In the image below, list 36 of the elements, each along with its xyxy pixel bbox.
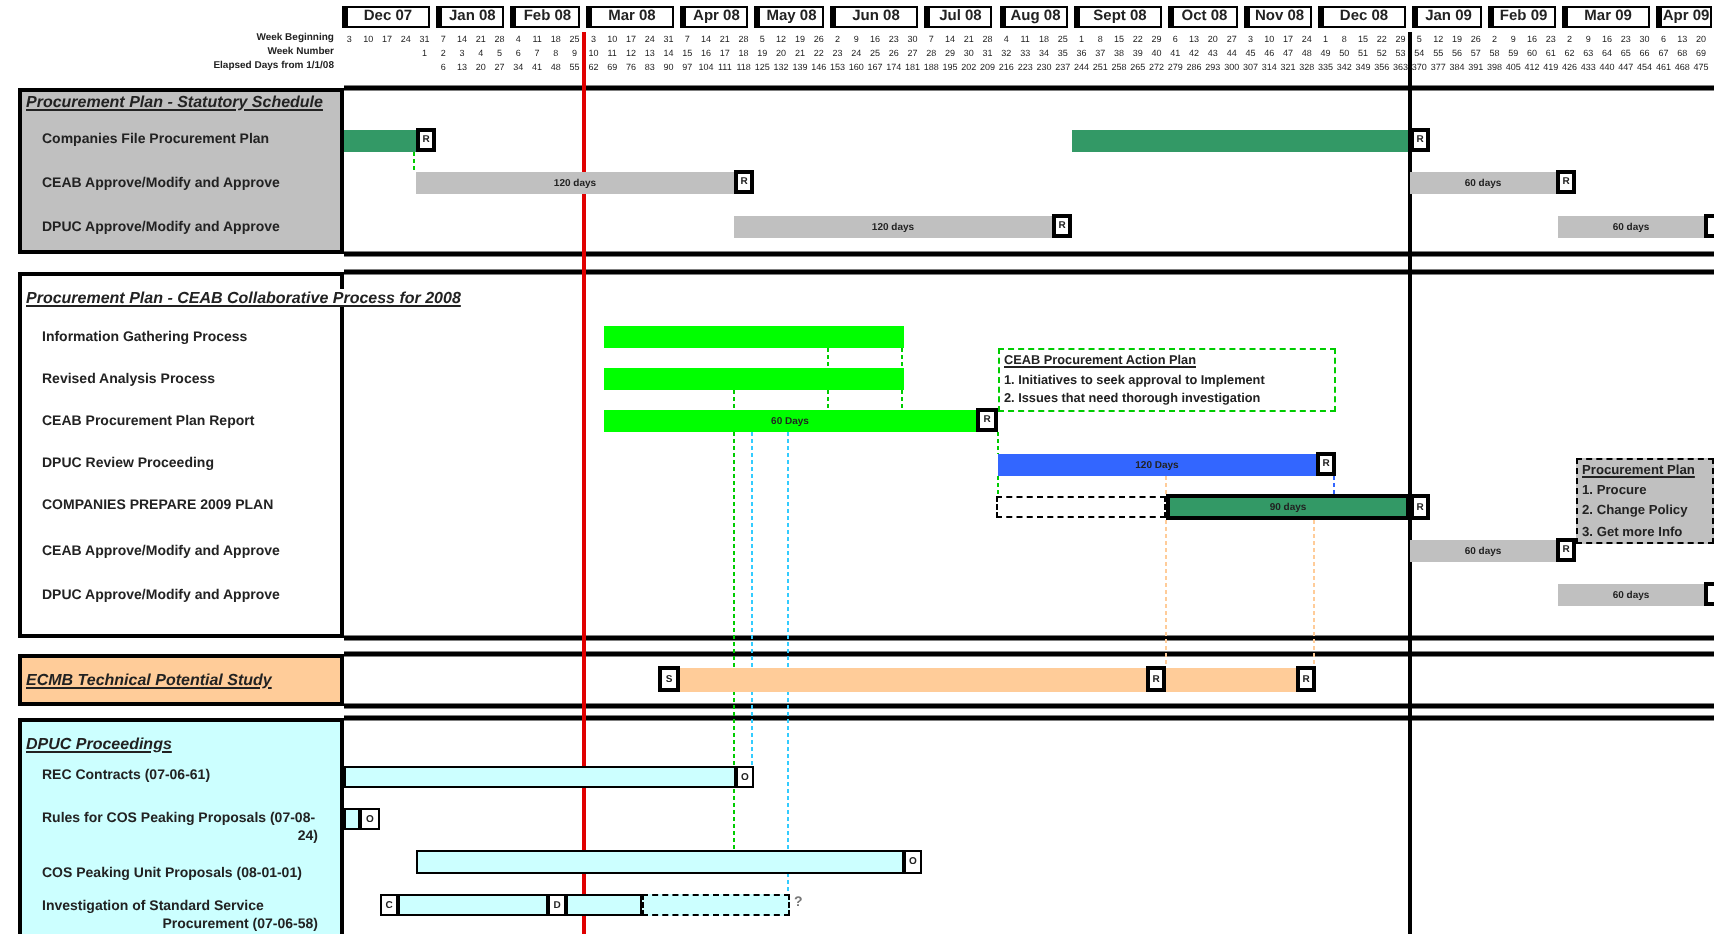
task-bar [344, 808, 360, 830]
note-box [998, 348, 1336, 412]
dependency-line [1165, 475, 1167, 495]
section-title: Procurement Plan - CEAB Collaborative Process for 2008 [26, 288, 461, 306]
placeholder-bar [642, 894, 790, 916]
task-bar [604, 326, 904, 348]
task-bar [604, 368, 904, 390]
dependency-line [827, 389, 829, 411]
dependency-line [997, 431, 999, 455]
task-bar [1072, 130, 1408, 152]
section-panel [18, 718, 344, 934]
section-panel [18, 88, 344, 254]
dependency-line [997, 475, 999, 497]
dependency-line [1333, 475, 1335, 495]
task-bar [344, 130, 416, 152]
task-bar [416, 850, 904, 874]
task-bar [566, 894, 642, 916]
task-bar [680, 668, 1146, 692]
task-bar [1166, 668, 1296, 692]
section-title: DPUC Proceedings [26, 734, 172, 752]
dependency-line [413, 151, 415, 173]
dependency-line [827, 347, 829, 369]
note-box [1576, 458, 1714, 544]
section-panel [18, 654, 344, 706]
task-bar [398, 894, 548, 916]
dependency-line [1313, 519, 1315, 667]
dependency-line [733, 389, 735, 851]
section-title: Procurement Plan - Statutory Schedule [26, 92, 323, 110]
section-title: ECMB Technical Potential Study [26, 670, 272, 688]
placeholder-bar [996, 496, 1166, 518]
dependency-line [787, 431, 789, 895]
dependency-line [1165, 519, 1167, 667]
dependency-line [751, 431, 753, 767]
task-bar [344, 766, 736, 788]
dependency-line [901, 389, 903, 411]
dependency-line [901, 347, 903, 369]
